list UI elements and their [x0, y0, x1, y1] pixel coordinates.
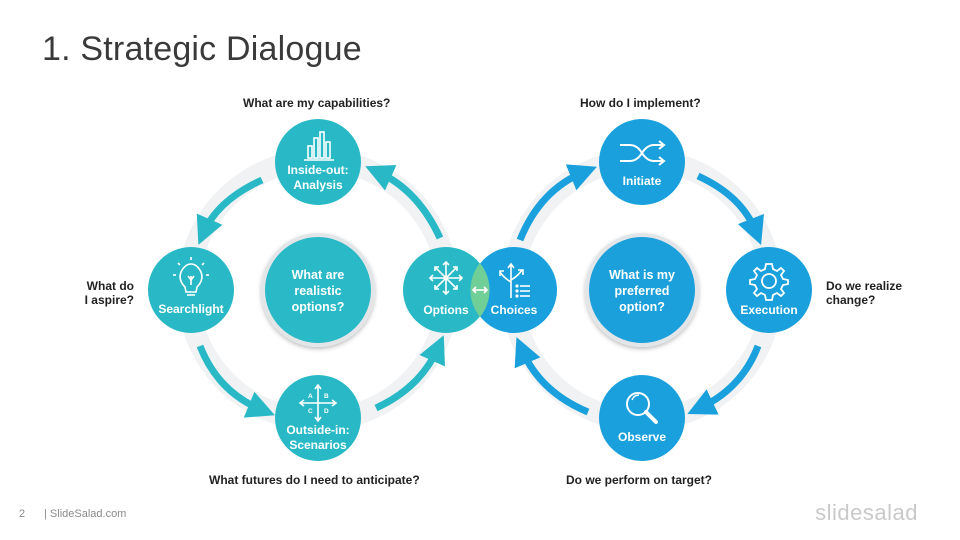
question-realize: Do we realize change? — [826, 279, 902, 307]
question-perform: Do we perform on target? — [566, 473, 713, 487]
lightbulb-icon — [173, 257, 209, 296]
label-inside-out-line2: Analysis — [293, 178, 343, 192]
question-implement: How do I implement? — [580, 96, 701, 110]
scenario-letter-b: B — [324, 393, 329, 400]
arrow-options-to-analysis — [365, 164, 444, 240]
right-center-line2: preferred — [614, 284, 670, 298]
arrow-choices-to-initiate — [516, 164, 597, 242]
node-initiate — [599, 119, 685, 205]
node-choices — [471, 247, 557, 333]
question-realize-line1: Do we realize — [826, 279, 903, 293]
label-outside-in: Outside-in: Scenarios — [268, 423, 368, 453]
left-center-line3: options? — [291, 300, 345, 314]
right-center-circle — [585, 233, 699, 347]
question-realize-line2: change? — [826, 293, 876, 307]
arrow-scenarios-to-options — [374, 335, 446, 412]
label-observe: Observe — [617, 430, 667, 444]
question-aspire: What do I aspire? — [80, 279, 134, 307]
label-inside-out-line1: Inside-out: — [287, 163, 349, 177]
scenario-letters: A B C D — [308, 393, 329, 415]
left-center-line2: realistic — [294, 284, 342, 298]
slide-title: 1. Strategic Dialogue — [42, 30, 362, 68]
signpost-list-icon — [499, 262, 530, 298]
question-capabilities: What are my capabilities? — [243, 96, 391, 110]
label-options: Options — [423, 303, 469, 317]
right-center-label: What is my preferred option? — [592, 267, 692, 315]
scenario-letter-a: A — [308, 393, 313, 400]
left-center-circle — [261, 233, 375, 347]
right-center-line3: option? — [619, 300, 665, 314]
arrow-analysis-to-searchlight — [196, 176, 264, 245]
expand-arrows-icon — [428, 260, 464, 296]
label-execution: Execution — [740, 303, 798, 317]
bar-chart-icon — [304, 131, 334, 161]
scenario-letter-c: C — [308, 408, 313, 415]
label-inside-out: Inside-out: Analysis — [268, 163, 368, 193]
left-center-line1: What are — [291, 268, 345, 282]
double-arrow-icon — [471, 286, 489, 294]
shuffle-icon — [620, 140, 666, 166]
node-searchlight — [148, 247, 234, 333]
page-number: 2 — [19, 508, 26, 520]
arrow-execution-to-observe — [687, 344, 762, 415]
arrow-initiate-to-execution — [696, 172, 764, 246]
label-outside-in-line1: Outside-in: — [286, 423, 350, 437]
magnifier-icon — [626, 392, 658, 424]
label-initiate: Initiate — [622, 174, 662, 188]
brand-logo: slidesalad — [815, 500, 918, 525]
gear-icon — [749, 263, 789, 301]
arrow-searchlight-to-scenarios — [196, 344, 275, 418]
compass-arrows-icon — [298, 383, 338, 423]
left-center-label: What are realistic options? — [268, 267, 368, 315]
scenario-letter-d: D — [324, 408, 329, 415]
question-futures: What futures do I need to anticipate? — [209, 473, 420, 487]
question-aspire-line2: I aspire? — [84, 293, 134, 307]
node-observe — [599, 375, 685, 461]
arrow-observe-to-choices — [514, 337, 590, 416]
node-execution — [726, 247, 812, 333]
question-aspire-line1: What do — [86, 279, 134, 293]
label-outside-in-line2: Scenarios — [289, 438, 347, 452]
right-center-line1: What is my — [609, 268, 675, 282]
label-searchlight: Searchlight — [158, 302, 224, 316]
label-choices: Choices — [490, 303, 538, 317]
source-credit: | SlideSalad.com — [44, 508, 127, 520]
node-inside-out — [275, 119, 361, 205]
